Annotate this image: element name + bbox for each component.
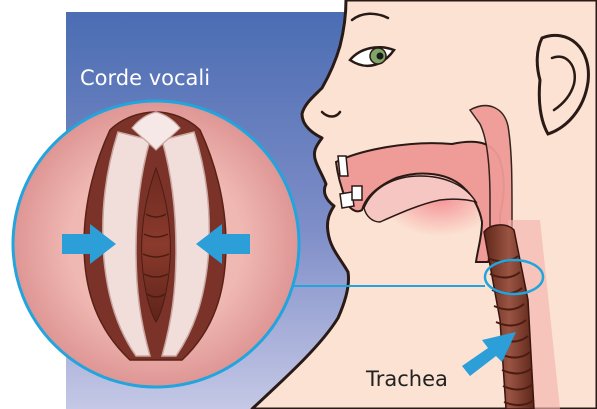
vocal-cords-label: Corde vocali bbox=[80, 66, 210, 90]
lower-tooth-2 bbox=[352, 186, 362, 200]
trachea-label: Trachea bbox=[366, 367, 448, 391]
eye-pupil bbox=[377, 53, 384, 60]
upper-tooth bbox=[338, 156, 348, 176]
